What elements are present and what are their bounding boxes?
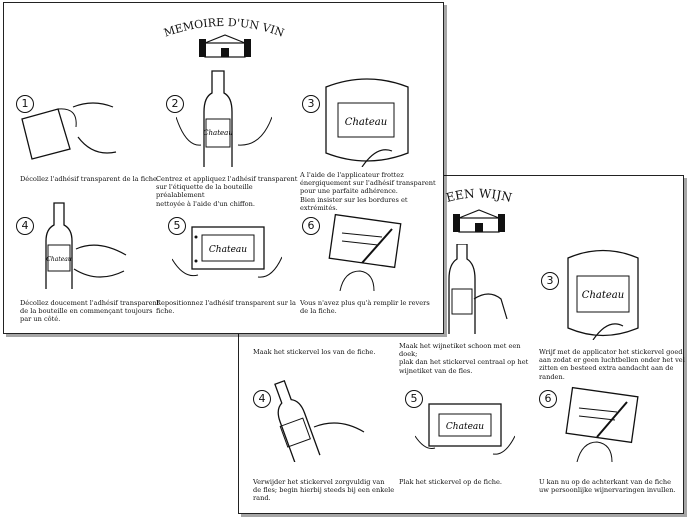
nl-step-4-number: 4 [253, 390, 271, 408]
fr-step-3-caption: A l'aide de l'applicateur frottez énergi… [300, 171, 436, 212]
french-instruction-card: MEMOIRE D'UN VIN 1 Décollez l'adhésif tr… [3, 2, 444, 334]
label-chateau-text: Chateau [203, 129, 233, 137]
fill-in-card-illustration [328, 213, 402, 291]
chateau-logo-icon [199, 34, 251, 58]
bottle-sticker-illustration [448, 244, 508, 334]
fr-step-6-number: 6 [302, 217, 320, 235]
label-chateau-text: Chateau [209, 245, 247, 255]
label-chateau-text: Chateau [345, 117, 387, 128]
fr-step-5-number: 5 [168, 217, 186, 235]
nl-step-1-caption: Maak het stickervel los van de fiche. [253, 348, 376, 356]
reposition-card-illustration: Chateau [172, 226, 282, 278]
fr-step-1-caption: Décollez l'adhésif transparent de la fic… [20, 175, 160, 183]
label-chateau-text: Chateau [446, 422, 484, 432]
bottle-peel-off-illustration: Chateau [45, 202, 127, 289]
bottle-applicator-illustration: Chateau [567, 249, 639, 340]
french-card-title: MEMOIRE D'UN VIN [162, 16, 286, 58]
nl-step-5-number: 5 [405, 390, 423, 408]
svg-text:EEN WIJN: EEN WIJN [445, 186, 514, 205]
peel-adhesive-illustration [21, 102, 117, 160]
nl-step-3-number: 3 [541, 272, 559, 290]
nl-step-2-caption: Maak het wijnetiket schoon met een doek;… [399, 342, 529, 375]
bottle-peel-illustration [274, 379, 365, 462]
nl-step-4-caption: Verwijder het stickervel zorgvuldig van … [253, 478, 395, 503]
fr-step-1-number: 1 [16, 95, 34, 113]
nl-step-6-caption: U kan nu op de achterkant van de fiche u… [539, 478, 676, 495]
nl-step-6-number: 6 [539, 390, 557, 408]
label-chateau-text: Chateau [582, 290, 624, 301]
fr-step-3-number: 3 [302, 95, 320, 113]
nl-step-3-caption: Wrijf met de applicator het stickervel g… [539, 348, 685, 381]
fr-step-2-caption: Centrez et appliquez l'adhésif transpare… [156, 175, 298, 208]
chateau-logo-icon [453, 209, 505, 233]
bottle-apply-illustration: Chateau [176, 70, 272, 167]
bottle-rub-illustration: Chateau [325, 78, 409, 167]
label-chateau-text: Chateau [46, 256, 72, 263]
fr-step-6-caption: Vous n'avez plus qu'à remplir le revers … [300, 299, 430, 316]
french-title-text: MEMOIRE D'UN VIN [162, 16, 286, 40]
nl-step-5-caption: Plak het stickervel op de fiche. [399, 478, 503, 486]
fr-step-5-caption: Repositionnez l'adhésif transparent sur … [156, 299, 296, 316]
svg-text:MEMOIRE D'UN VIN: MEMOIRE D'UN VIN [162, 16, 286, 40]
fr-step-4-number: 4 [16, 217, 34, 235]
dutch-title-text: EEN WIJN [445, 186, 514, 205]
fr-step-4-caption: Décollez doucement l'adhésif transparent… [20, 299, 160, 324]
sticker-on-card-illustration: Chateau [415, 403, 515, 455]
dutch-card-title: EEN WIJN [445, 186, 514, 233]
writing-card-illustration [565, 386, 639, 462]
fr-step-2-number: 2 [166, 95, 184, 113]
